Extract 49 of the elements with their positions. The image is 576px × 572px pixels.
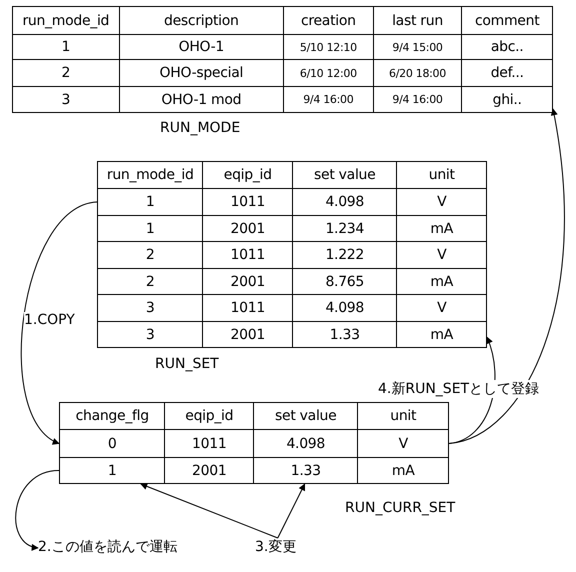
- table-cell-text: 3: [144, 326, 156, 344]
- table-cell: ghi..: [461, 87, 552, 112]
- step-text: 3.変更: [255, 538, 296, 556]
- table-caption: RUN_MODE: [160, 120, 240, 136]
- table-row: [12, 59, 553, 87]
- table-header-row: [59, 402, 449, 430]
- table-header-row: [12, 6, 553, 35]
- table-cell: 2001: [164, 458, 253, 483]
- curved-arrow: [277, 483, 306, 538]
- table-row: [59, 429, 449, 458]
- table-cell-text: 1: [106, 462, 118, 480]
- table-row: [97, 241, 487, 269]
- table-row: [97, 188, 487, 216]
- table-row: [59, 457, 449, 484]
- table-caption: RUN_CURR_SET: [345, 500, 456, 516]
- table-cell-text: 3: [60, 90, 72, 110]
- step-text: 2.この値を読んで運転: [38, 538, 178, 556]
- table-row: [97, 294, 487, 322]
- curved-arrow: [15, 470, 60, 550]
- table-cell: 9/4 16:00: [372, 87, 462, 112]
- curved-arrow: [140, 483, 278, 538]
- curved-arrow: [20, 202, 98, 444]
- table-row: [97, 321, 487, 348]
- header-cell-text: run_mode_id: [106, 166, 195, 185]
- table-row: [97, 215, 487, 242]
- table-cell-text: 1: [144, 193, 156, 212]
- header-cell-text: run_mode_id: [21, 12, 110, 30]
- header-cell-text: change_flg: [74, 407, 150, 426]
- table-cell: 9/4 16:00: [283, 87, 373, 112]
- table-cell-text: 3: [144, 299, 156, 318]
- table-cell-text: 1: [60, 38, 72, 57]
- table-cell: mA: [396, 322, 486, 347]
- curved-arrow: [448, 108, 565, 444]
- table-cell: OHO-1 mod: [118, 87, 283, 112]
- table-header-row: [97, 161, 487, 189]
- table-cell-text: 1: [144, 220, 156, 238]
- table-cell: 1.33: [292, 322, 396, 347]
- table-cell-text: 2: [144, 272, 156, 292]
- table-row: [97, 268, 487, 295]
- table-cell-text: 2: [144, 246, 156, 265]
- table-row: [12, 34, 553, 60]
- table-row: [12, 86, 553, 113]
- table-cell: mA: [357, 458, 448, 483]
- table-cell-text: 0: [106, 434, 118, 454]
- table-cell-text: 2: [60, 64, 72, 83]
- table-cell: 2001: [202, 322, 292, 347]
- table-cell: 1.33: [253, 458, 358, 483]
- edge-label: 4.新RUN_SETとして登録: [378, 380, 540, 398]
- table-caption: RUN_SET: [155, 356, 219, 372]
